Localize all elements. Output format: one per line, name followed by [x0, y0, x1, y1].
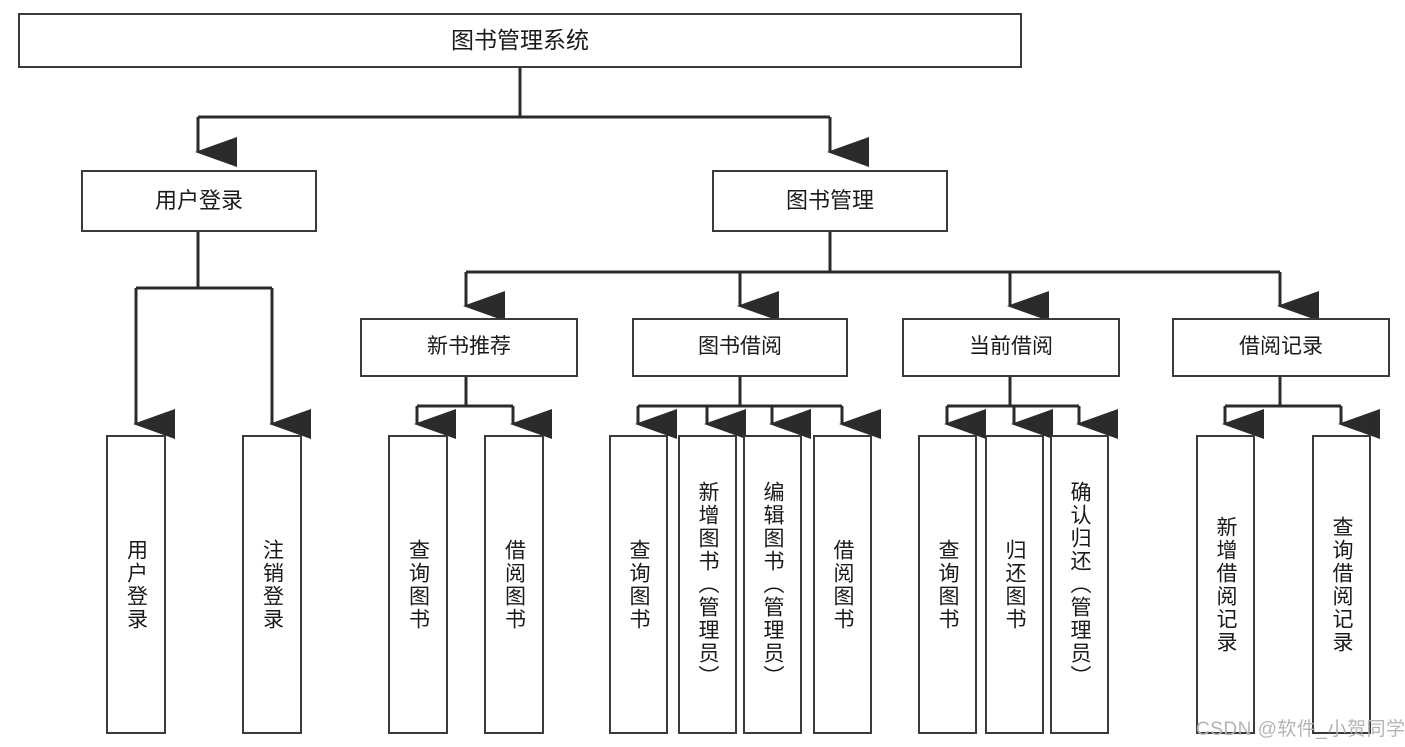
node-label: 新增图书（管理员）	[696, 481, 719, 688]
leaf-recommend-borrow-book[interactable]: 借阅图书	[484, 435, 544, 734]
leaf-borrow-query-book[interactable]: 查询图书	[609, 435, 668, 734]
node-book-management[interactable]: 图书管理	[712, 170, 948, 232]
node-label: 注销登录	[260, 538, 284, 631]
leaf-current-return-book[interactable]: 归还图书	[985, 435, 1044, 734]
node-label: 新增借阅记录	[1214, 515, 1237, 654]
leaf-borrow-borrow-book[interactable]: 借阅图书	[813, 435, 872, 734]
node-current-borrow[interactable]: 当前借阅	[902, 318, 1120, 377]
node-label: 图书管理	[785, 188, 874, 214]
node-label: 查询图书	[406, 538, 430, 631]
node-user-login[interactable]: 用户登录	[81, 170, 317, 232]
node-label: 新书推荐	[427, 335, 511, 359]
node-label: 图书管理系统	[451, 27, 589, 54]
node-label: 图书借阅	[698, 335, 782, 359]
node-book-borrow[interactable]: 图书借阅	[632, 318, 848, 377]
node-label: 当前借阅	[969, 335, 1053, 359]
node-label: 归还图书	[1003, 538, 1026, 631]
leaf-current-query-book[interactable]: 查询图书	[918, 435, 977, 734]
csdn-watermark: CSDN @软件_小贺同学	[1196, 719, 1405, 740]
node-label: 编辑图书（管理员）	[761, 481, 784, 688]
node-label: 查询图书	[936, 538, 959, 631]
node-label: 借阅记录	[1239, 335, 1323, 359]
leaf-user-login-logout[interactable]: 注销登录	[242, 435, 302, 734]
node-label: 查询图书	[627, 538, 650, 631]
node-new-book-recommend[interactable]: 新书推荐	[360, 318, 578, 377]
leaf-record-query-record[interactable]: 查询借阅记录	[1312, 435, 1371, 734]
node-label: 借阅图书	[502, 538, 526, 631]
node-root-system[interactable]: 图书管理系统	[18, 13, 1022, 68]
node-label: 查询借阅记录	[1330, 515, 1353, 654]
leaf-current-confirm-return-admin[interactable]: 确认归还（管理员）	[1050, 435, 1109, 734]
leaf-borrow-add-book-admin[interactable]: 新增图书（管理员）	[678, 435, 737, 734]
leaf-recommend-query-book[interactable]: 查询图书	[388, 435, 448, 734]
leaf-borrow-edit-book-admin[interactable]: 编辑图书（管理员）	[743, 435, 802, 734]
node-label: 用户登录	[154, 188, 243, 214]
leaf-user-login-login[interactable]: 用户登录	[106, 435, 166, 734]
node-borrow-record[interactable]: 借阅记录	[1172, 318, 1390, 377]
leaf-record-add-record[interactable]: 新增借阅记录	[1196, 435, 1255, 734]
node-label: 用户登录	[124, 538, 148, 631]
node-label: 确认归还（管理员）	[1068, 481, 1091, 688]
node-label: 借阅图书	[831, 538, 854, 631]
